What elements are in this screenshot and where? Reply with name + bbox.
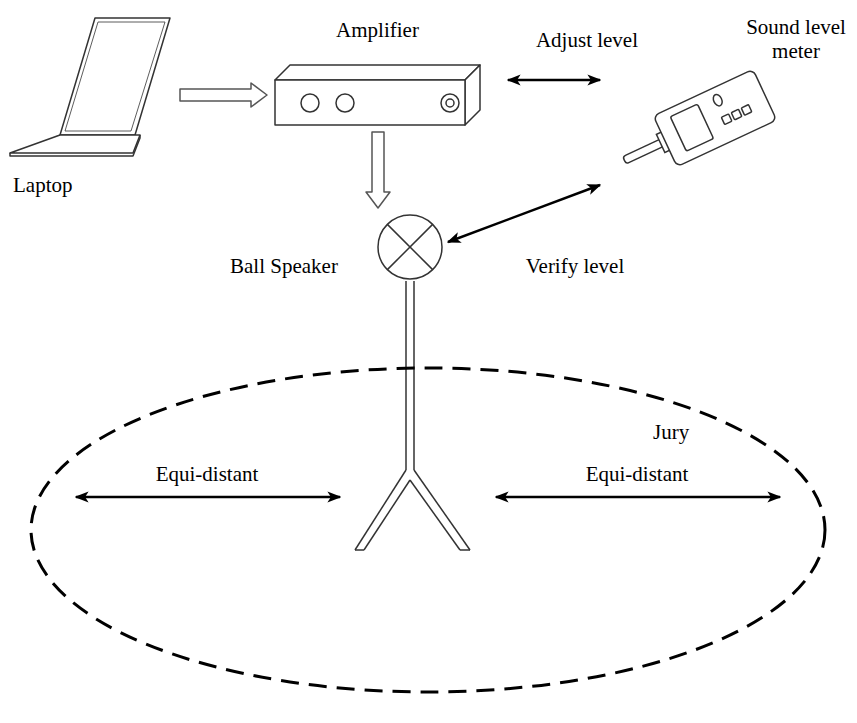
laptop-icon [10,18,170,156]
node-label: Laptop [13,173,72,197]
jury-area: Jury [28,365,828,695]
sound-level-meter: Sound level meter [600,10,857,190]
jury-area-outline [31,368,825,692]
distance-label: Equi-distant [154,462,261,486]
node-label: Ball Speaker [230,254,338,278]
signal-arrow [180,83,267,107]
level-arrow [508,79,600,82]
ball-speaker: Ball Speaker [225,210,450,285]
node-shape [28,365,828,695]
distance-arrow [76,496,780,499]
laptop: Laptop [5,10,177,205]
node-label: Jury [653,420,689,444]
node-label: Sound level meter [738,15,854,63]
distance-label: Equi-distant [584,462,691,486]
level-arrow [448,185,600,242]
sound-level-meter-icon [613,69,777,185]
ball-speaker-icon [378,215,442,279]
edge-label: Verify level [524,254,627,278]
amplifier: Amplifier [270,18,488,130]
tripod-stand [355,281,470,550]
amplifier-icon [275,65,480,125]
node-label: Amplifier [270,18,485,42]
signal-arrow [366,132,390,208]
edge-label: Adjust level [534,28,640,52]
